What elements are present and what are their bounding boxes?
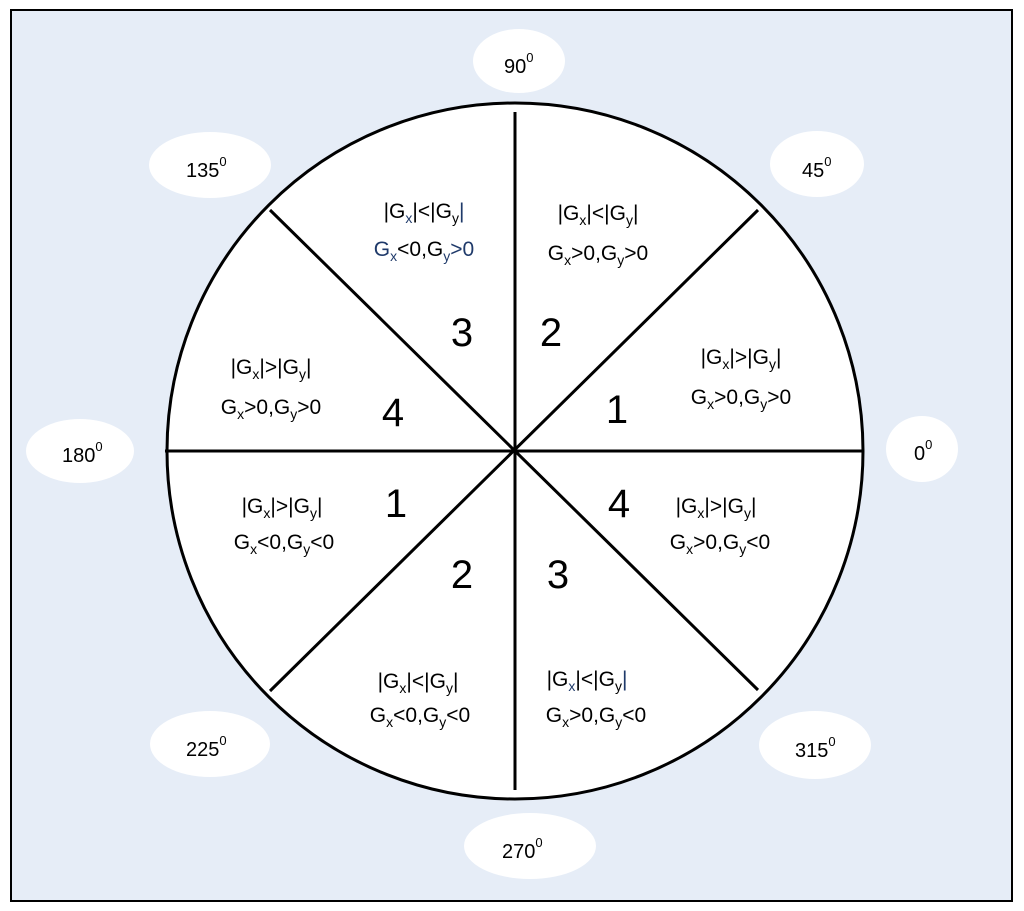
sector-lower-1-magnitude: |Gx|>|Gy| [242,495,323,521]
sector-upper-4: |Gx|>|Gy| Gx>0,Gy>0 4 [221,356,404,435]
sector-upper-2-signs: Gx>0,Gy>0 [548,242,648,268]
ellipse-135 [149,132,271,198]
sector-lower-3-magnitude: |Gx|<|Gy| [547,668,628,694]
sector-lower-3-number: 3 [547,553,569,597]
sector-upper-4-number: 4 [382,391,404,435]
sector-lower-4-number: 4 [608,482,630,526]
sector-upper-3-signs: Gx<0,Gy>0 [374,238,474,264]
ellipse-45 [770,131,864,197]
sector-upper-4-magnitude: |Gx|>|Gy| [231,356,312,382]
sector-upper-2: |Gx|<|Gy| Gx>0,Gy>0 2 [540,202,648,355]
divider-diagonal-135 [268,208,760,692]
ellipse-90 [473,29,565,93]
angle-label-45: 450 [802,154,831,182]
angle-label-225: 2250 [186,733,227,761]
angle-label-315: 3150 [795,734,836,762]
sector-upper-3-number: 3 [451,311,473,355]
angle-label-270: 2700 [502,835,543,863]
angle-label-0: 00 [914,437,932,465]
ellipse-315 [759,711,871,779]
ellipse-225 [150,711,270,777]
sector-upper-2-number: 2 [540,311,562,355]
sector-lower-3: |Gx|<|Gy| Gx>0,Gy<0 3 [546,553,646,730]
sector-lower-2: |Gx|<|Gy| Gx<0,Gy<0 2 [370,553,473,730]
ellipse-180 [26,419,134,483]
sector-lower-2-magnitude: |Gx|<|Gy| [378,670,459,696]
sector-upper-1-magnitude: |Gx|>|Gy| [701,346,782,372]
ellipse-0 [886,416,958,482]
sector-lower-3-signs: Gx>0,Gy<0 [546,704,646,730]
sector-lower-4: |Gx|>|Gy| Gx>0,Gy<0 4 [608,482,770,557]
sector-lower-1: |Gx|>|Gy| Gx<0,Gy<0 1 [234,482,407,557]
sector-lower-2-number: 2 [451,553,473,597]
sector-upper-3: |Gx|<|Gy| Gx<0,Gy>0 3 [374,200,474,355]
sector-dividers [165,112,863,790]
angle-label-90: 900 [504,50,533,78]
angle-label-135: 1350 [186,154,227,182]
sector-lower-1-number: 1 [385,482,407,526]
sector-lower-4-magnitude: |Gx|>|Gy| [676,495,757,521]
sector-lower-2-signs: Gx<0,Gy<0 [370,704,470,730]
sector-upper-2-magnitude: |Gx|<|Gy| [558,202,639,228]
sector-upper-1: |Gx|>|Gy| Gx>0,Gy>0 1 [606,346,791,432]
sector-upper-3-magnitude: |Gx|<|Gy| [384,200,465,226]
sector-lower-4-signs: Gx>0,Gy<0 [670,531,770,557]
sector-upper-4-signs: Gx>0,Gy>0 [221,396,321,422]
ellipse-270 [464,813,596,879]
sector-upper-1-signs: Gx>0,Gy>0 [691,386,791,412]
sector-upper-1-number: 1 [606,388,628,432]
angle-label-ellipses [26,29,958,879]
angle-label-180: 1800 [62,439,103,467]
sector-lower-1-signs: Gx<0,Gy<0 [234,531,334,557]
